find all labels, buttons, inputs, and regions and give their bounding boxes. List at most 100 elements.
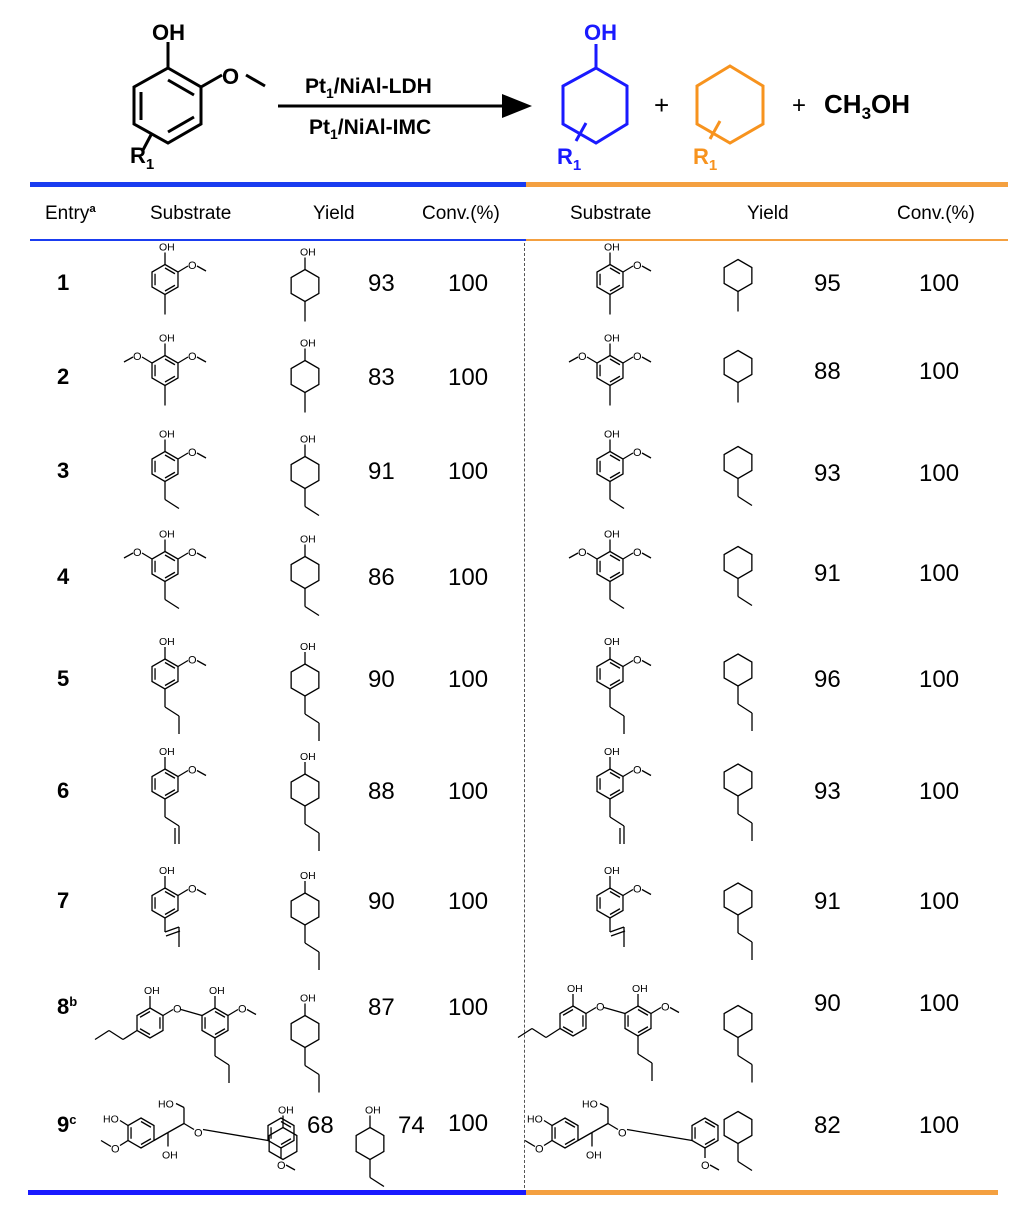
entry-number: 8b xyxy=(57,994,77,1020)
entry-number: 9c xyxy=(57,1112,76,1138)
left-yield: 93 xyxy=(368,270,395,297)
hydroxyl-label: OH xyxy=(604,746,620,758)
left-yield: 88 xyxy=(368,778,395,805)
entry-label: 6 xyxy=(57,778,70,803)
hydroxyl-label: OH xyxy=(159,242,175,254)
entry-label: 4 xyxy=(57,564,70,589)
left-conversion: 100 xyxy=(448,270,489,297)
top-rule-right xyxy=(526,182,1008,187)
cyclohexane-ring xyxy=(723,653,753,731)
benzene-ring xyxy=(596,647,652,734)
methoxy-o-label: O xyxy=(633,260,642,272)
plus-sign-1: + xyxy=(654,90,669,120)
header-yield-left: Yield xyxy=(313,203,355,224)
header-rule-right xyxy=(526,239,1008,241)
entry-label: 3 xyxy=(57,458,70,483)
cyclohexane-ring xyxy=(723,349,753,403)
hydroxyl-label: OH xyxy=(209,985,225,997)
hydroxyl-label: OH xyxy=(300,870,316,882)
entry-number: 6 xyxy=(57,778,69,804)
hydroxyl-label: OH xyxy=(567,983,583,995)
entry-label: 1 xyxy=(57,270,70,295)
left-conversion: 100 xyxy=(448,888,489,915)
ether-o-label: O xyxy=(618,1128,627,1140)
cyclohexanol-ring xyxy=(355,1115,385,1188)
right-yield: 91 xyxy=(814,888,841,915)
methoxy-o-label: O xyxy=(188,655,197,667)
cyclohexanol-ring xyxy=(290,762,320,851)
left-conversion: 100 xyxy=(448,564,489,591)
methoxy-o-label: O xyxy=(188,884,197,896)
hydroxyl-label: HO xyxy=(582,1099,598,1111)
entry-label: 7 xyxy=(57,888,70,913)
left-conversion: 100 xyxy=(448,994,489,1021)
left-conversion: 100 xyxy=(448,458,489,485)
reactant-oh-label: OH xyxy=(152,20,185,45)
methoxy-o-label: O xyxy=(701,1160,710,1172)
benzene-ring xyxy=(596,757,652,844)
left-yield-2: 74 xyxy=(398,1112,425,1139)
hydroxyl-label: OH xyxy=(300,338,316,350)
methoxy-o-label: O xyxy=(633,447,642,459)
arrow-head-icon xyxy=(502,94,532,118)
hydroxyl-label: HO xyxy=(103,1114,119,1126)
hydroxyl-label: OH xyxy=(159,429,175,441)
reaction-scheme: OH O R1 Pt1/NiAl-LDH Pt1/NiAl-IMC OH R1 … xyxy=(130,20,910,174)
methoxy-o-label: O xyxy=(535,1144,544,1156)
right-yield: 90 xyxy=(814,990,841,1017)
methoxy-o-label: O xyxy=(277,1160,286,1172)
benzene-ring xyxy=(123,539,207,610)
hydroxyl-label: OH xyxy=(159,746,175,758)
left-yield: 90 xyxy=(368,888,395,915)
benzene-ring xyxy=(596,252,652,315)
cyclohexane-ring xyxy=(723,1110,753,1172)
entry-number: 7 xyxy=(57,888,69,914)
right-conversion: 100 xyxy=(919,460,960,487)
benzene-ring xyxy=(151,252,207,315)
cyclohexane-ring xyxy=(723,1004,753,1083)
product-r1-label: R1 xyxy=(557,144,581,174)
benzene-ring xyxy=(151,876,207,947)
hydroxyl-label: OH xyxy=(604,429,620,441)
header-entry: Entrya xyxy=(45,203,96,224)
cyclohexanol-ring xyxy=(290,257,320,322)
right-conversion: 100 xyxy=(919,778,960,805)
hydroxyl-label: OH xyxy=(159,865,175,877)
right-conversion: 100 xyxy=(919,358,960,385)
right-conversion: 100 xyxy=(919,666,960,693)
ether-o-label: O xyxy=(194,1128,203,1140)
hydroxyl-label: OH xyxy=(604,636,620,648)
right-yield: 82 xyxy=(814,1112,841,1139)
right-yield: 95 xyxy=(814,270,841,297)
left-yield: 87 xyxy=(368,994,395,1021)
left-yield: 86 xyxy=(368,564,395,591)
product-2-r1-label: R1 xyxy=(693,144,717,174)
methoxy-o-label: O xyxy=(578,547,587,559)
entry-footnote: c xyxy=(69,1112,77,1128)
hydroxyl-label: OH xyxy=(300,534,316,546)
cyclohexanol-ring xyxy=(290,1003,320,1093)
cyclohexanol-ring xyxy=(290,348,320,413)
product-oh-label: OH xyxy=(584,20,617,45)
hydroxyl-label: OH xyxy=(144,985,160,997)
methoxy-o-label: O xyxy=(633,765,642,777)
left-yield: 91 xyxy=(368,458,395,485)
methoxy-o-label: O xyxy=(133,547,142,559)
methoxy-o-label: O xyxy=(188,547,197,559)
hydroxyl-label: HO xyxy=(527,1114,543,1126)
cyclohexanol-ring xyxy=(290,544,320,617)
top-rule-left xyxy=(30,182,526,187)
header-conv-left: Conv.(%) xyxy=(422,203,500,224)
benzene-ring xyxy=(596,439,652,510)
entry-number: 3 xyxy=(57,458,69,484)
methoxy-o-label: O xyxy=(111,1144,120,1156)
methoxy-o-label: O xyxy=(133,351,142,363)
